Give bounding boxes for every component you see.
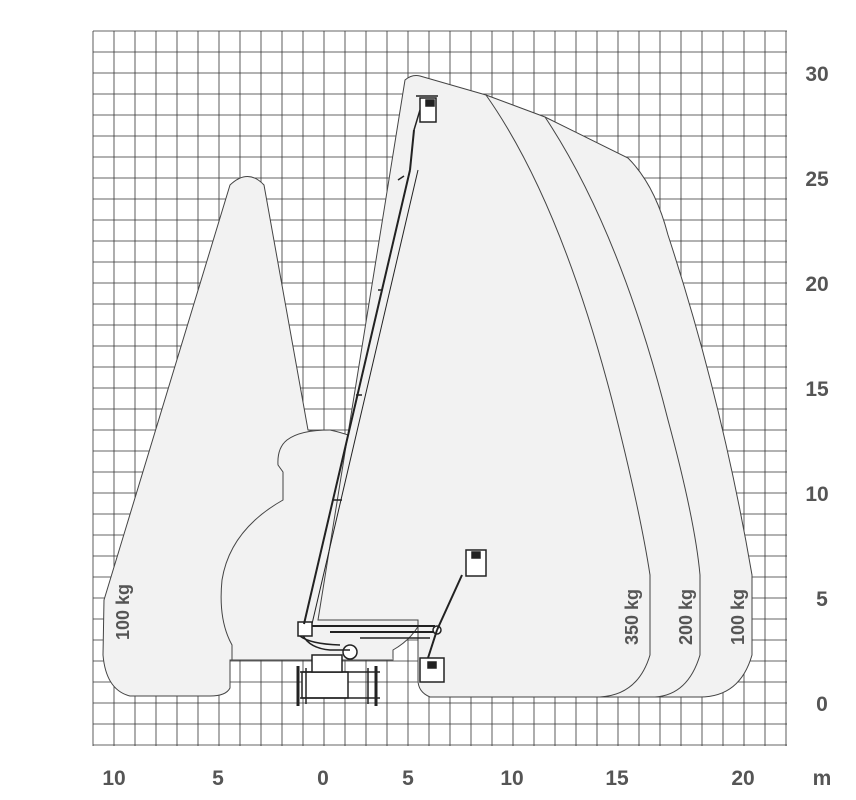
y-tick-label: 10 <box>805 483 828 506</box>
left-zone-load-label: 100 kg <box>113 584 133 640</box>
load-label-100kg: 100 kg <box>728 589 748 645</box>
main-boom-vertical <box>303 109 421 625</box>
boundary-200kg <box>544 116 701 698</box>
boundary-350kg <box>485 94 651 698</box>
y-axis-labels: 30 25 20 15 10 5 0 <box>805 63 829 716</box>
x-axis-unit: m <box>813 767 832 790</box>
x-tick-label: 10 <box>500 767 523 790</box>
y-tick-label: 25 <box>805 168 829 191</box>
x-tick-label: 5 <box>212 767 224 790</box>
y-tick-label: 15 <box>805 378 829 401</box>
y-tick-label: 5 <box>816 588 828 611</box>
x-tick-label: 15 <box>605 767 629 790</box>
x-tick-label: 5 <box>402 767 414 790</box>
working-envelope <box>102 75 753 698</box>
jib-down <box>419 629 445 683</box>
x-tick-label: 20 <box>731 767 754 790</box>
jib-up <box>436 549 487 631</box>
machine <box>296 95 487 706</box>
y-tick-label: 0 <box>816 693 828 716</box>
load-label-200kg: 200 kg <box>676 589 696 645</box>
platform-basket-top <box>416 95 438 123</box>
y-tick-label: 30 <box>805 63 828 86</box>
turret <box>297 621 358 660</box>
x-tick-label: 0 <box>317 767 329 790</box>
x-tick-label: 10 <box>102 767 125 790</box>
x-axis-labels: 10 5 0 5 10 15 20 m <box>102 767 831 790</box>
chassis <box>296 654 380 706</box>
load-label-350kg: 350 kg <box>622 589 642 645</box>
y-tick-label: 20 <box>805 273 828 296</box>
load-labels: 100 kg 350 kg 200 kg 100 kg <box>113 584 748 645</box>
